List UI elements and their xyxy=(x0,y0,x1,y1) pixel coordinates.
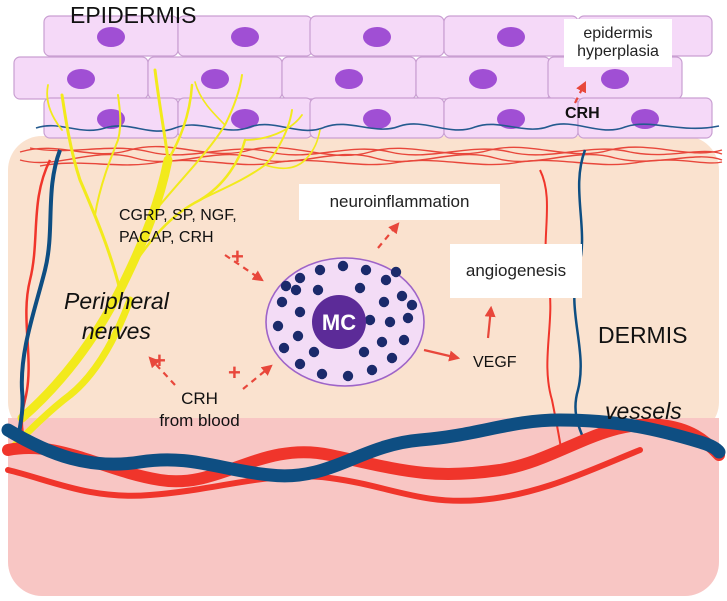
cell-nucleus xyxy=(335,69,363,89)
peripheral-nerves-label: Peripheral nerves xyxy=(64,286,169,346)
granule xyxy=(396,290,408,302)
granule xyxy=(366,364,378,376)
vessels-label: vessels xyxy=(605,398,682,424)
granule xyxy=(386,352,398,364)
granule xyxy=(378,296,390,308)
basement-membrane-line xyxy=(35,123,720,132)
granule xyxy=(280,280,292,292)
cell-nucleus xyxy=(97,27,125,47)
arrow-mc-to-neuroinflammation xyxy=(377,222,400,249)
granule xyxy=(402,312,414,324)
granule xyxy=(376,336,388,348)
granule xyxy=(384,316,396,328)
red-blood-vessel-2 xyxy=(5,447,643,504)
peripheral-nerves xyxy=(6,68,321,454)
cell-nucleus xyxy=(363,109,391,129)
epidermis-hyperplasia-line2: hyperplasia xyxy=(577,43,659,60)
mediators-label: CGRP, SP, NGF, PACAP, CRH xyxy=(119,205,237,249)
arrow-mc-to-vegf xyxy=(423,348,461,362)
arrow-mediators-to-mc xyxy=(224,254,264,282)
epidermis-hyperplasia-line1: epidermis xyxy=(583,25,653,42)
granule xyxy=(342,370,354,382)
granule xyxy=(308,346,320,358)
vertical-vessels xyxy=(16,149,587,456)
granule xyxy=(290,284,302,296)
crh-from-blood-line2: from blood xyxy=(159,411,240,430)
mast-cell xyxy=(265,257,425,387)
arrow-vegf-to-angiogenesis xyxy=(484,305,496,339)
cell-nucleus xyxy=(231,109,259,129)
epidermis-hyperplasia-box: epidermis hyperplasia xyxy=(564,19,672,67)
granule xyxy=(312,284,324,296)
granule xyxy=(390,266,402,278)
granule xyxy=(278,342,290,354)
capillary-network xyxy=(19,145,723,167)
granule xyxy=(364,314,376,326)
crh-from-blood-label: CRH from blood xyxy=(152,388,247,432)
mast-cell-label: MC xyxy=(321,310,357,335)
granule xyxy=(354,282,366,294)
cell-nucleus xyxy=(497,27,525,47)
epidermis-label: EPIDERMIS xyxy=(70,2,197,28)
peripheral-nerves-line1: Peripheral xyxy=(64,288,169,314)
cell-nucleus xyxy=(67,69,95,89)
cell-nucleus xyxy=(469,69,497,89)
blue-blood-vessel xyxy=(1,413,726,483)
cell-nucleus xyxy=(363,27,391,47)
plus-crh-nerves: + xyxy=(153,348,166,373)
granule xyxy=(292,330,304,342)
cell-nucleus xyxy=(201,69,229,89)
granule xyxy=(337,260,349,272)
vegf-label: VEGF xyxy=(473,354,517,371)
granule xyxy=(360,264,372,276)
neuroinflammation-box: neuroinflammation xyxy=(299,184,500,220)
mast-cell-nucleus xyxy=(312,295,366,349)
cell-nucleus xyxy=(631,109,659,129)
granule xyxy=(406,299,418,311)
granule xyxy=(294,358,306,370)
mediators-line1: CGRP, SP, NGF, xyxy=(119,207,237,224)
mast-cell-granules xyxy=(272,260,418,382)
cell-nucleus xyxy=(497,109,525,129)
mediators-line2: PACAP, CRH xyxy=(119,229,214,246)
plus-crh-mc: + xyxy=(228,360,241,385)
granule xyxy=(294,272,306,284)
cell-nucleus xyxy=(231,27,259,47)
granule xyxy=(380,274,392,286)
granule xyxy=(314,264,326,276)
granule xyxy=(294,306,306,318)
crh-epidermis-label: CRH xyxy=(565,105,600,122)
peripheral-nerves-line2: nerves xyxy=(81,318,151,344)
arrows xyxy=(148,81,586,390)
dermis-label: DERMIS xyxy=(598,322,688,348)
granule xyxy=(272,320,284,332)
angiogenesis-box: angiogenesis xyxy=(450,244,582,298)
cell-nucleus xyxy=(601,69,629,89)
crh-from-blood-line1: CRH xyxy=(181,389,218,408)
arrow-crh-to-hyperplasia xyxy=(574,81,586,104)
cell-nucleus xyxy=(97,109,125,129)
plus-mediators: + xyxy=(231,244,244,269)
solid-arrows xyxy=(423,305,496,362)
granule xyxy=(398,334,410,346)
granule xyxy=(358,346,370,358)
granule xyxy=(276,296,288,308)
granule xyxy=(316,368,328,380)
